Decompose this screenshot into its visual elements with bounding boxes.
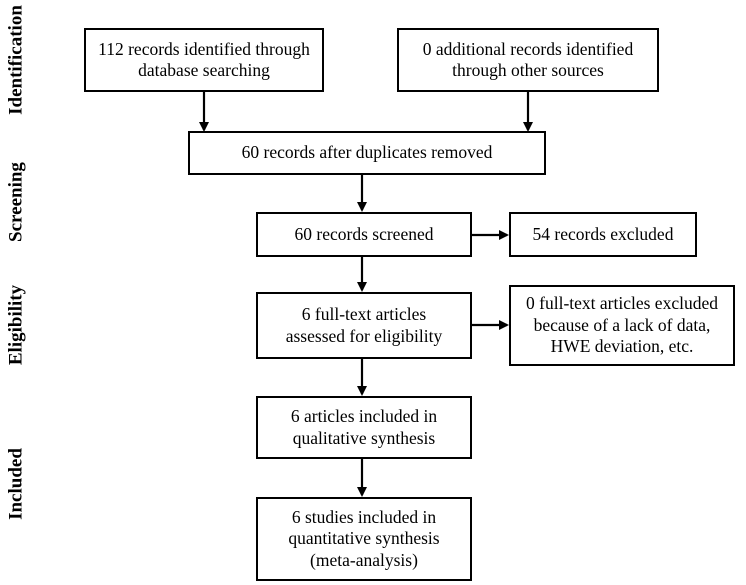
box-full-text-assessed: 6 full-text articles assessed for eligib… xyxy=(256,292,472,359)
box-other-sources-text: 0 additional records identified through … xyxy=(422,38,634,80)
box-database-records-text: 112 records identified through database … xyxy=(98,38,310,80)
box-full-text-excluded-text: 0 full-text articles excluded because of… xyxy=(526,293,718,357)
box-qualitative-synthesis-text: 6 articles included in qualitative synth… xyxy=(290,406,438,448)
box-screened: 60 records screened xyxy=(256,212,472,257)
box-quantitative-synthesis: 6 studies included in quantitative synth… xyxy=(256,497,472,581)
box-screened-text: 60 records screened xyxy=(294,223,434,244)
box-excluded-text: 54 records excluded xyxy=(532,223,674,244)
box-after-duplicates: 60 records after duplicates removed xyxy=(188,131,546,175)
box-full-text-excluded: 0 full-text articles excluded because of… xyxy=(509,285,735,366)
box-qualitative-synthesis: 6 articles included in qualitative synth… xyxy=(256,396,472,459)
box-full-text-assessed-text: 6 full-text articles assessed for eligib… xyxy=(285,304,443,346)
box-database-records: 112 records identified through database … xyxy=(84,28,324,92)
box-after-duplicates-text: 60 records after duplicates removed xyxy=(241,142,493,163)
box-excluded: 54 records excluded xyxy=(509,212,697,257)
box-other-sources: 0 additional records identified through … xyxy=(397,28,659,92)
box-quantitative-synthesis-text: 6 studies included in quantitative synth… xyxy=(288,506,440,570)
